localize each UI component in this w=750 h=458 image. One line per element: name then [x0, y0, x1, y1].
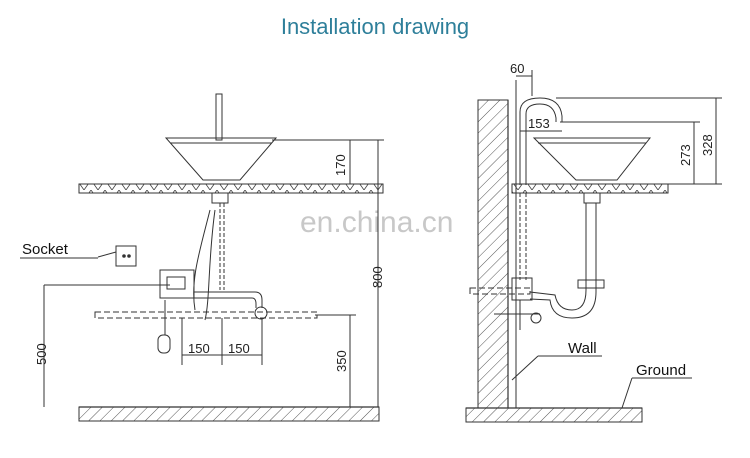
drain-trap [529, 203, 587, 311]
dim-170: 170 [333, 154, 348, 176]
side-basin [532, 137, 652, 181]
dim-500: 500 [34, 343, 49, 365]
floor [78, 406, 380, 422]
ground [465, 407, 643, 423]
dim-328: 328 [700, 134, 715, 156]
ground-label: Ground [636, 362, 686, 379]
dim-153: 153 [528, 116, 550, 131]
wall-label: Wall [568, 340, 597, 357]
dim-150-left: 150 [188, 341, 210, 356]
front-view [20, 93, 384, 422]
dim-60: 60 [510, 61, 524, 76]
side-valve [511, 277, 533, 301]
socket-label: Socket [22, 241, 69, 258]
socket [115, 245, 137, 267]
faucet-spout [215, 93, 223, 141]
dim-350: 350 [334, 350, 349, 372]
watermark-text: en.china.cn [300, 206, 453, 239]
faucet-gooseneck [519, 97, 563, 185]
control-box [159, 269, 195, 299]
countertop [78, 183, 384, 194]
dim-273: 273 [678, 144, 693, 166]
basin [164, 137, 278, 181]
dim-150-right: 150 [228, 341, 250, 356]
page-title: Installation drawing [280, 14, 470, 39]
wall [477, 99, 509, 409]
dim-800: 800 [370, 266, 385, 288]
side-countertop [511, 183, 669, 194]
side-view [465, 70, 722, 423]
